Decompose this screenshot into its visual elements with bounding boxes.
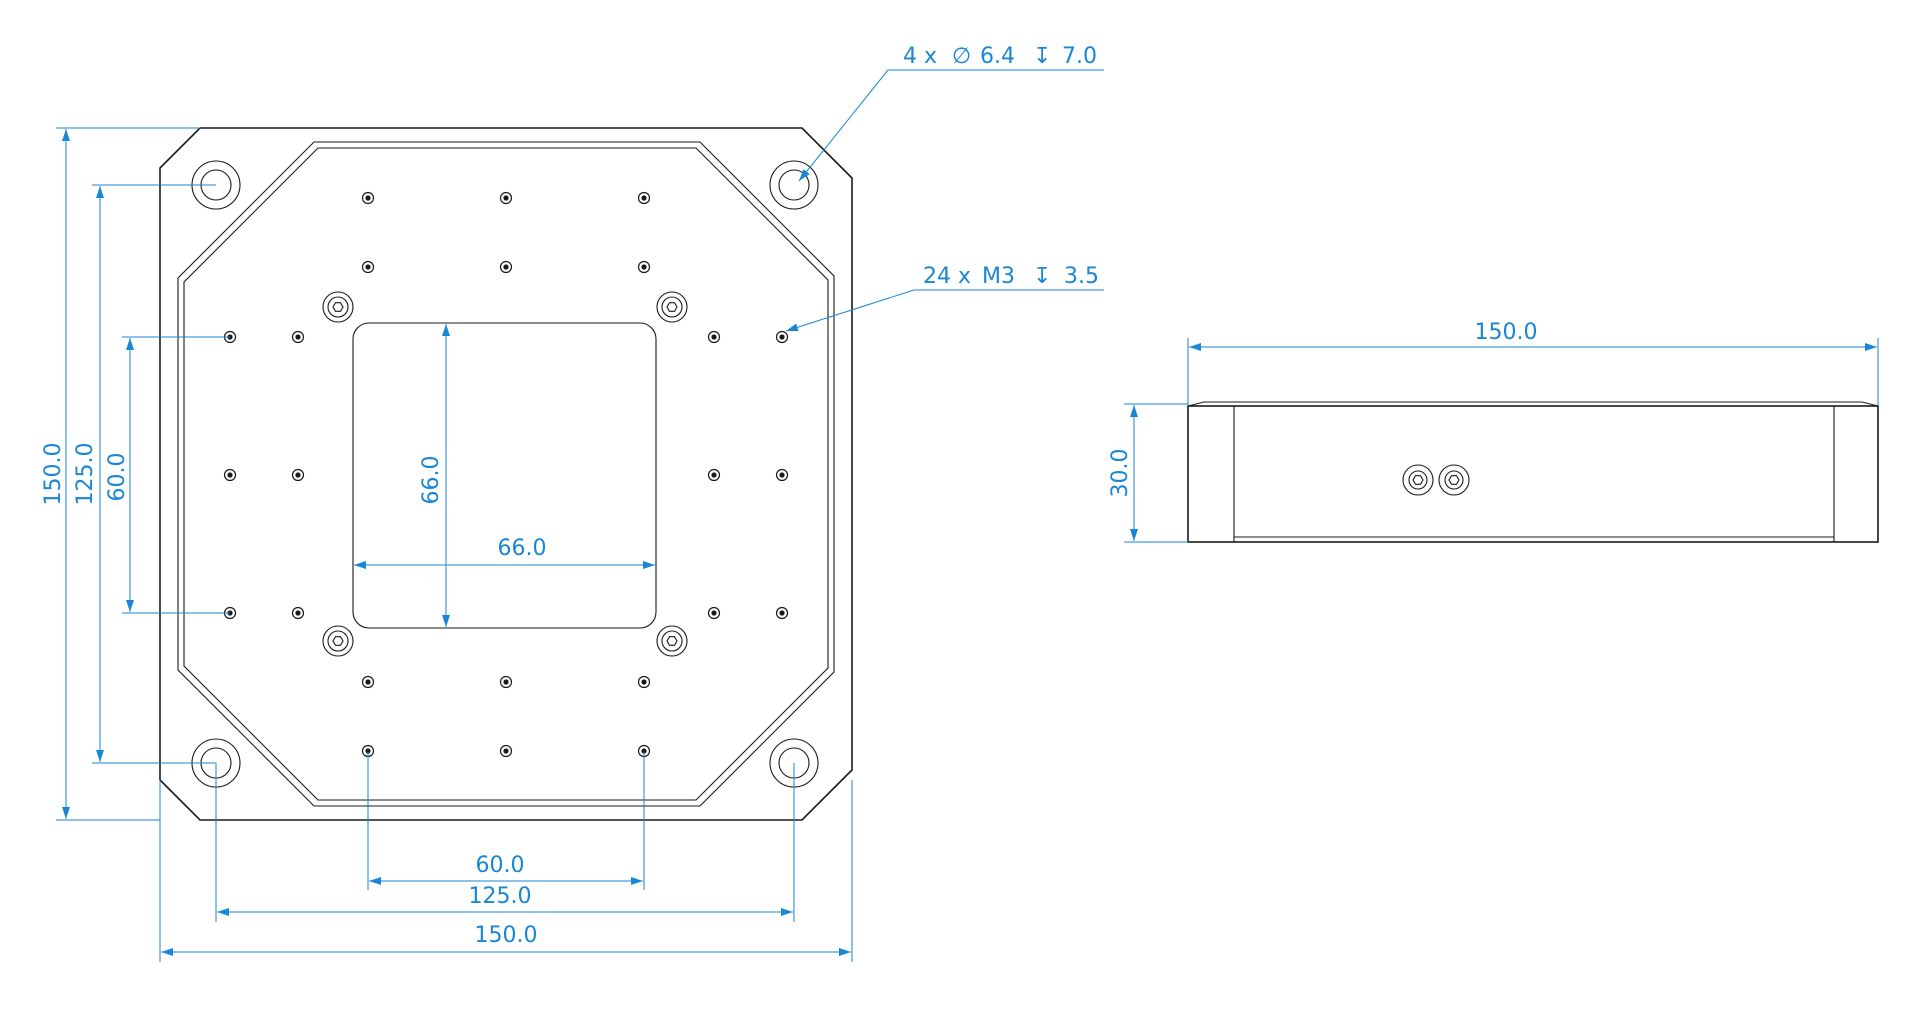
callout-through-holes: 4 x ∅ 6.4 ↧ 7.0 (798, 44, 1104, 182)
plateau-outline-inner (183, 147, 829, 801)
tapped-hole (499, 260, 513, 274)
tapped-hole (775, 606, 789, 620)
tapped-hole (361, 675, 375, 689)
tapped-hole (775, 468, 789, 482)
tapped-hole (499, 675, 513, 689)
tapped-hole (499, 191, 513, 205)
callout-through-diameter-symbol: ∅ (952, 44, 971, 69)
tapped-holes (223, 191, 789, 758)
tapped-hole (291, 330, 305, 344)
dim-side-height: 30.0 (1108, 403, 1188, 543)
dim-width-taps-label: 60.0 (476, 853, 525, 878)
tapped-hole (499, 744, 513, 758)
tapped-hole (637, 191, 651, 205)
socket-screw (656, 291, 688, 323)
dim-side-width-label: 150.0 (1475, 320, 1538, 345)
tapped-hole (223, 468, 237, 482)
socket-screw (322, 291, 354, 323)
tapped-hole (637, 675, 651, 689)
tapped-hole (291, 606, 305, 620)
dim-height-taps-label: 60.0 (105, 453, 130, 502)
dim-width-outer-label: 150.0 (475, 923, 538, 948)
dim-window-width: 66.0 (354, 536, 655, 569)
socket-screw (656, 625, 688, 657)
socket-screw (322, 625, 354, 657)
side-screw (1438, 464, 1470, 496)
tapped-hole (707, 606, 721, 620)
corner-hole (769, 160, 819, 210)
callout-tapped-depth-symbol: ↧ (1033, 264, 1051, 289)
tapped-hole (707, 330, 721, 344)
dim-window-height: 66.0 (419, 324, 450, 627)
tapped-hole (707, 468, 721, 482)
dim-window-height-label: 66.0 (419, 456, 444, 505)
plate-outline (159, 127, 853, 821)
tapped-hole (361, 260, 375, 274)
callout-tapped-depth: 3.5 (1064, 264, 1099, 289)
callout-through-depth-symbol: ↧ (1033, 44, 1051, 69)
dim-height-holes: 125.0 (73, 184, 216, 764)
callout-tapped-holes: 24 x M3 ↧ 3.5 (785, 264, 1104, 332)
top-view: 150.0 125.0 60.0 150.0 125.0 (41, 44, 1104, 962)
dim-window-width-label: 66.0 (498, 536, 547, 561)
side-screw (1402, 464, 1434, 496)
dim-height-taps: 60.0 (105, 336, 230, 614)
callout-tapped-count: 24 x (923, 264, 971, 289)
side-view: 150.0 30.0 (1108, 320, 1879, 543)
dim-side-width: 150.0 (1187, 320, 1879, 406)
dim-height-holes-label: 125.0 (73, 443, 98, 506)
tapped-hole (775, 330, 789, 344)
dim-width-taps: 60.0 (367, 752, 645, 890)
through-holes (191, 160, 819, 788)
callout-through-count: 4 x (903, 44, 937, 69)
socket-screws (322, 291, 688, 657)
dim-side-height-label: 30.0 (1108, 449, 1133, 498)
callout-through-depth: 7.0 (1062, 44, 1097, 69)
dim-width-holes: 125.0 (215, 763, 795, 922)
callout-tapped-thread: M3 (982, 264, 1015, 289)
dim-height-outer-label: 150.0 (41, 443, 66, 506)
plateau-outline (177, 141, 835, 807)
center-window (352, 322, 657, 629)
tapped-hole (637, 260, 651, 274)
callout-through-diameter: 6.4 (980, 44, 1015, 69)
dim-width-holes-label: 125.0 (469, 884, 532, 909)
tapped-hole (291, 468, 305, 482)
side-body (1187, 405, 1879, 543)
dim-width-outer: 150.0 (159, 780, 853, 962)
tapped-hole (361, 191, 375, 205)
dim-height-outer: 150.0 (41, 127, 200, 821)
